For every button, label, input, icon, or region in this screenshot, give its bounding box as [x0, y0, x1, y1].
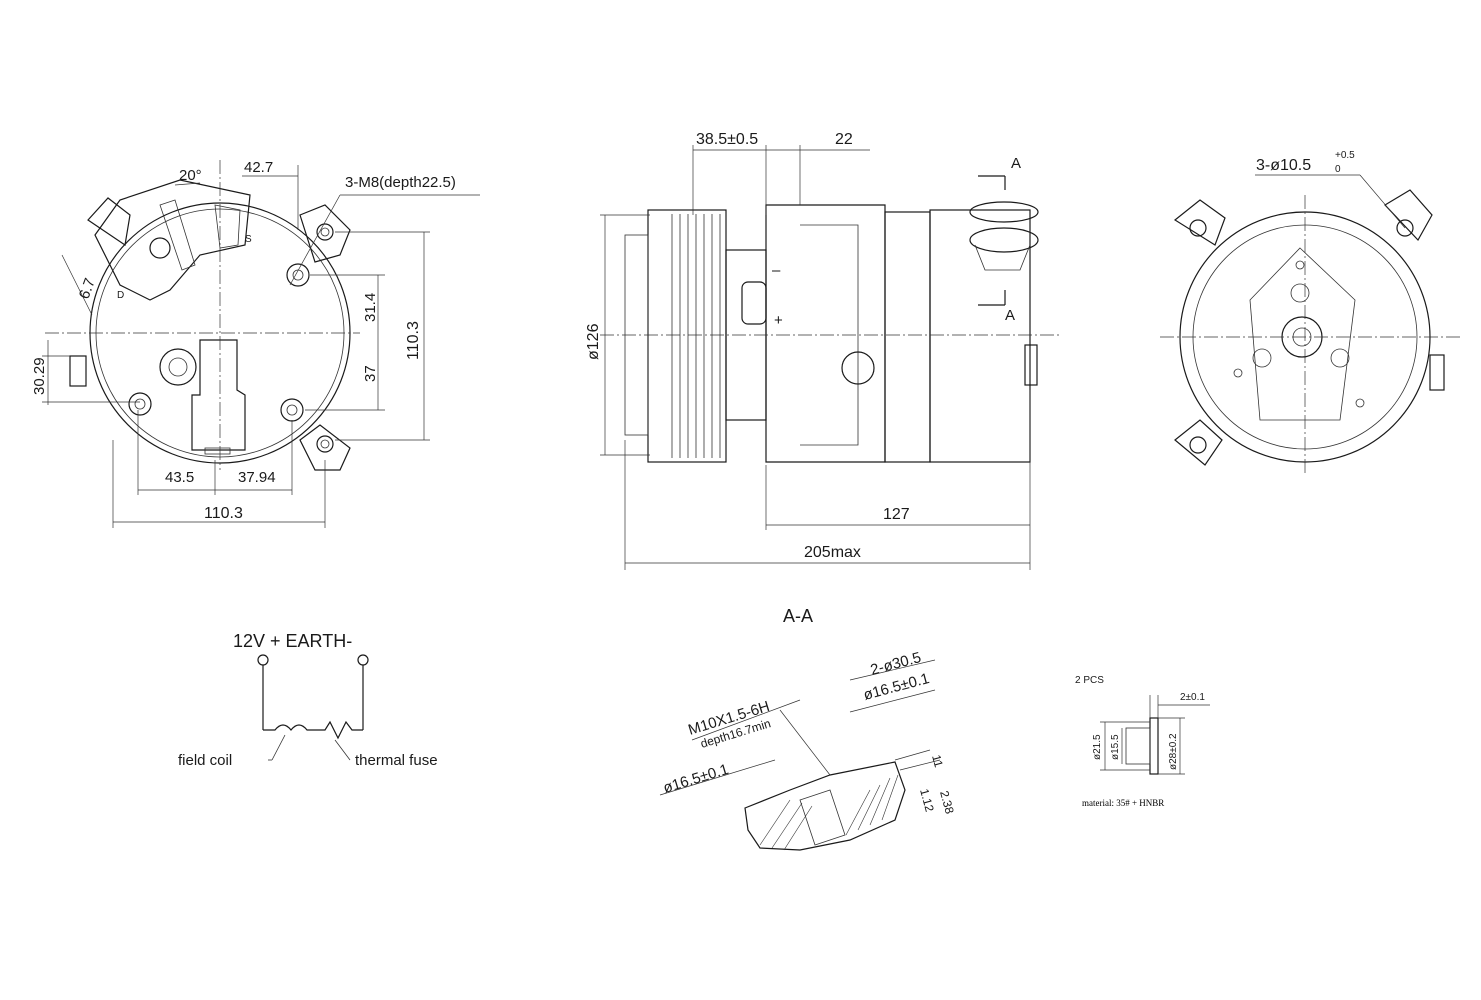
port-d-label: D — [117, 290, 124, 301]
dim-43-5: 43.5 — [165, 469, 194, 486]
section-marker-top: A — [1011, 155, 1021, 172]
dim-38-5: 38.5±0.5 — [696, 131, 758, 148]
dim-height-110-3: 110.3 — [405, 321, 422, 360]
hatch-lines — [759, 774, 899, 851]
port-s-label: S — [245, 234, 252, 245]
gasket-material: material: 35# + HNBR — [1082, 798, 1164, 808]
left-bolt-hole — [128, 223, 334, 453]
dim-2-38: 2.38 — [937, 789, 957, 815]
dim-205-max: 205max — [804, 544, 861, 561]
hole-tolerance-lower: 0 — [1335, 164, 1341, 175]
angle-label: 20° — [179, 167, 202, 184]
gasket-detail — [1100, 695, 1210, 775]
dim-30-29: 30.29 — [31, 357, 48, 395]
terminal-minus: – — [772, 262, 781, 279]
dim-11: 11 — [929, 753, 946, 769]
section-marker-bottom: A — [1005, 307, 1015, 324]
thermal-fuse-label: thermal fuse — [355, 752, 438, 769]
wiring-header: 12V + EARTH- — [233, 631, 352, 651]
dim-127: 127 — [883, 506, 910, 523]
dim-diameter-126: ø126 — [585, 323, 602, 360]
gasket-d-ring: ø28±0.2 — [1168, 733, 1179, 770]
field-coil-label: field coil — [178, 752, 232, 769]
side-view — [600, 145, 1060, 570]
dim-37: 37 — [362, 365, 379, 382]
dim-42-7: 42.7 — [244, 159, 273, 176]
dim-16-5-left: ø16.5±0.1 — [661, 761, 730, 797]
gasket-d-inner: ø15.5 — [1110, 734, 1121, 760]
gasket-qty: 2 PCS — [1075, 675, 1104, 686]
dim-1-12: 1.12 — [917, 787, 937, 813]
dim-22: 22 — [835, 131, 853, 148]
hole-tolerance-upper: +0.5 — [1335, 150, 1355, 161]
dim-31-4: 31.4 — [362, 293, 379, 322]
gasket-thickness: 2±0.1 — [1180, 692, 1205, 703]
section-title: A-A — [783, 606, 813, 626]
wiring-diagram — [257, 654, 369, 761]
thread-note: 3-M8(depth22.5) — [345, 174, 456, 191]
right-end-view — [1160, 174, 1460, 475]
section-a-a — [659, 659, 941, 851]
left-end-view — [42, 160, 480, 528]
pulley-grooves — [671, 214, 721, 458]
gasket-d-outer: ø21.5 — [1092, 734, 1103, 760]
hole-note: 3-ø10.5 — [1256, 157, 1311, 174]
dim-6-7: 6.7 — [76, 276, 99, 301]
dim-37-94: 37.94 — [238, 469, 276, 486]
dim-width-110-3: 110.3 — [204, 505, 243, 522]
terminal-plus: + — [774, 312, 783, 329]
